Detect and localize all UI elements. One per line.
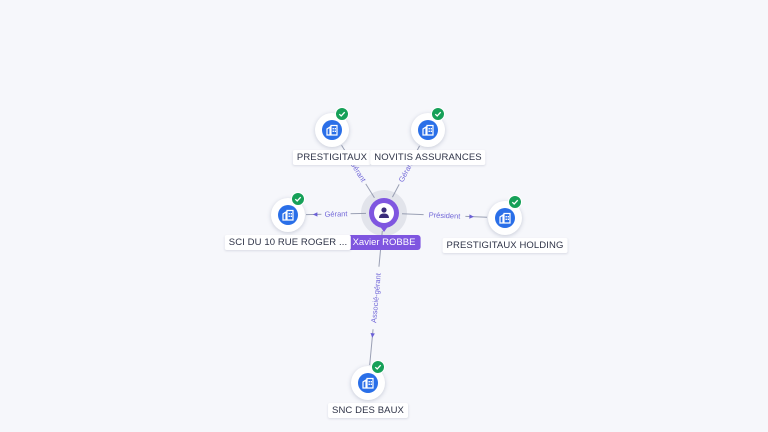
building-icon (362, 377, 374, 389)
edge-arrow-holding (469, 214, 474, 219)
company-circle[interactable] (351, 360, 385, 400)
building-icon (499, 212, 511, 224)
edge-arrow-sci (312, 212, 318, 217)
company-name-label[interactable]: NOVITIS ASSURANCES (370, 150, 486, 165)
verified-badge-icon (508, 195, 522, 209)
edge-label-holding: Président (428, 210, 461, 220)
company-circle[interactable] (315, 107, 349, 147)
building-icon (422, 124, 434, 136)
edge-label-sci: Gérant (324, 209, 348, 218)
company-circle[interactable] (411, 107, 445, 147)
company-name-label[interactable]: PRESTIGITAUX (292, 150, 372, 165)
company-circle[interactable] (488, 195, 522, 235)
verified-badge-icon (335, 107, 349, 121)
verified-badge-icon (431, 107, 445, 121)
building-icon (326, 124, 338, 136)
person-icon (379, 207, 389, 218)
person-name-label[interactable]: Xavier ROBBE (347, 235, 421, 250)
company-name-label[interactable]: PRESTIGITAUX HOLDING (442, 238, 568, 253)
building-icon (282, 209, 294, 221)
edge-label-snc: Associé-gérant (369, 272, 383, 324)
edge-arrow-snc (370, 333, 375, 338)
person-pin-tail (379, 225, 389, 232)
person-pin[interactable] (369, 198, 399, 228)
company-name-label[interactable]: SNC DES BAUX (328, 403, 408, 418)
verified-badge-icon (291, 192, 305, 206)
company-circle[interactable] (271, 192, 305, 232)
verified-badge-icon (371, 360, 385, 374)
company-name-label[interactable]: SCI DU 10 RUE ROGER ... (224, 235, 352, 250)
